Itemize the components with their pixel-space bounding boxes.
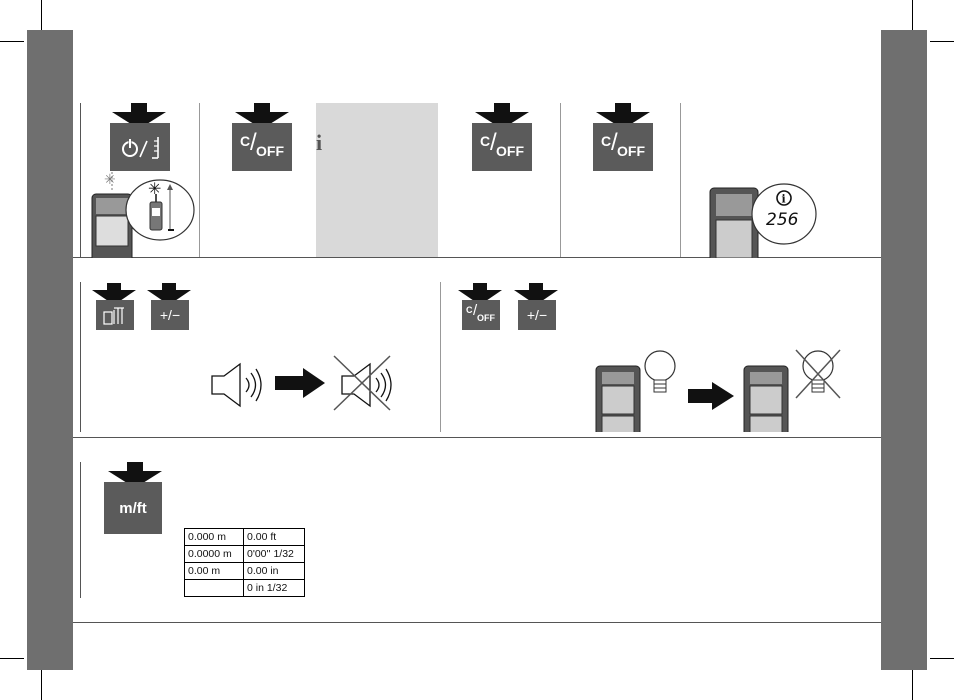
off-label: OFF xyxy=(477,313,495,323)
crop-mark xyxy=(930,41,954,42)
column-divider xyxy=(440,282,441,432)
press-arrow-icon xyxy=(147,283,191,305)
unit-table: 0.000 m 0.00 ft 0.0000 m 0'00'' 1/32 0.0… xyxy=(184,528,305,597)
clear-off-key[interactable]: C / OFF xyxy=(462,300,500,330)
right-arrow-icon xyxy=(275,368,325,398)
svg-text:✳: ✳ xyxy=(148,179,161,198)
off-label: OFF xyxy=(496,143,524,159)
info-panel xyxy=(316,103,438,257)
table-cell: 0 in 1/32 xyxy=(243,579,305,597)
section-divider xyxy=(73,622,881,623)
press-arrow-icon xyxy=(458,283,502,305)
off-label: OFF xyxy=(617,143,645,159)
column-divider xyxy=(199,103,200,257)
reference-key[interactable] xyxy=(96,300,134,330)
plus-minus-key[interactable]: +/− xyxy=(518,300,556,330)
slash-glyph: / xyxy=(250,129,257,156)
svg-text:i: i xyxy=(782,193,786,206)
reference-icon xyxy=(103,307,124,325)
table-cell: 0.00 ft xyxy=(243,528,305,546)
unit-key-label: m/ft xyxy=(119,499,147,517)
table-row: 0.000 m 0.00 ft xyxy=(184,528,305,546)
plus-minus-label: +/− xyxy=(526,307,548,323)
clear-label: C xyxy=(240,133,251,149)
device-backlight-on-illustration xyxy=(595,350,676,432)
device-laser-illustration: ✳ ✳ xyxy=(91,172,195,258)
off-label: OFF xyxy=(256,143,284,159)
table-cell: 0.000 m xyxy=(184,528,244,546)
press-arrow-icon xyxy=(108,462,162,488)
table-cell: 0.00 m xyxy=(184,562,244,580)
table-cell: 0.00 in xyxy=(243,562,305,580)
clear-label: C xyxy=(480,133,491,149)
slash-glyph: / xyxy=(490,129,497,156)
clear-label: C xyxy=(601,133,612,149)
crop-mark xyxy=(41,668,42,700)
clear-label: C xyxy=(466,305,473,315)
power-distance-key[interactable] xyxy=(110,123,170,171)
table-row: 0.0000 m 0'00'' 1/32 xyxy=(184,545,305,563)
svg-text:✳: ✳ xyxy=(104,172,116,188)
power-distance-icon xyxy=(122,137,159,159)
left-margin-bar xyxy=(27,30,73,670)
device-info-illustration: i xyxy=(709,183,817,258)
column-divider xyxy=(560,103,561,257)
press-arrow-icon xyxy=(475,103,529,129)
right-margin-bar xyxy=(881,30,927,670)
column-divider xyxy=(80,462,81,598)
clear-off-key[interactable]: C / OFF xyxy=(232,123,292,171)
section-divider xyxy=(73,437,881,438)
crop-mark xyxy=(0,658,24,659)
info-icon: i xyxy=(316,130,323,155)
crop-mark xyxy=(930,658,954,659)
plus-minus-key[interactable]: +/− xyxy=(151,300,189,330)
speaker-muted-icon xyxy=(333,355,392,411)
table-row: 0 in 1/32 xyxy=(184,579,305,597)
slash-glyph: / xyxy=(473,302,478,319)
column-divider xyxy=(80,282,81,432)
plus-minus-label: +/− xyxy=(159,307,181,323)
table-cell xyxy=(184,579,244,597)
crop-mark xyxy=(0,41,24,42)
speaker-on-icon xyxy=(211,362,262,408)
column-divider xyxy=(680,103,681,257)
table-row: 0.00 m 0.00 in xyxy=(184,562,305,580)
crop-mark xyxy=(41,0,42,32)
clear-off-key[interactable]: C / OFF xyxy=(593,123,653,171)
table-cell: 0'00'' 1/32 xyxy=(243,545,305,563)
unit-key[interactable]: m/ft xyxy=(104,482,162,534)
press-arrow-icon xyxy=(112,103,166,129)
slash-glyph: / xyxy=(611,129,618,156)
press-arrow-icon xyxy=(92,283,136,305)
clear-off-key[interactable]: C / OFF xyxy=(472,123,532,171)
press-arrow-icon xyxy=(596,103,650,129)
info-counter: 256 xyxy=(766,210,799,230)
right-arrow-icon xyxy=(688,382,734,410)
crop-mark xyxy=(912,668,913,700)
press-arrow-icon xyxy=(235,103,289,129)
crop-mark xyxy=(912,0,913,32)
table-cell: 0.0000 m xyxy=(184,545,244,563)
device-backlight-off-illustration xyxy=(743,349,841,432)
press-arrow-icon xyxy=(514,283,558,305)
section-divider xyxy=(73,257,881,258)
column-divider xyxy=(80,103,81,257)
